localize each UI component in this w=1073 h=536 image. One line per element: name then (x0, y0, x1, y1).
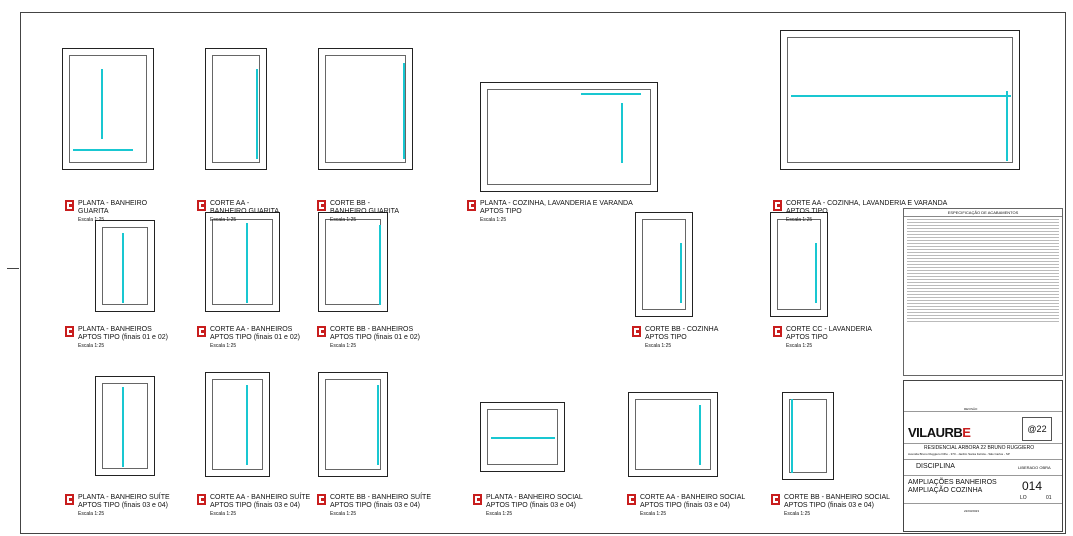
drawing-corte-cc-lavanderia (770, 212, 828, 317)
drawing-caption: CORTE AA - COZINHA, LAVANDERIA E VARANDA… (773, 200, 947, 224)
project-name: RESIDENCIAL ARBORA 22 BRUNO RUGGIERO (924, 445, 1035, 451)
drawing-planta-banheiro-suite (95, 376, 155, 476)
drawing-corte-bb-guarita (318, 48, 413, 170)
drawing-planta-cozinha (480, 82, 658, 192)
drawing-corte-aa-banheiro-suite (205, 372, 270, 477)
finishes-spec-table: ESPECIFICAÇÃO DE ACABAMENTOS (903, 208, 1063, 376)
sheet-revision: 01 (1046, 495, 1052, 501)
revision-label: REVISÃO (964, 407, 978, 411)
contents-line-2: AMPLIAÇÃO COZINHA (908, 487, 983, 494)
company-logo: VILAURBE (908, 425, 971, 440)
drawing-corte-aa-guarita (205, 48, 267, 170)
project-address: Avenida Bruno Ruggiero Filho - 370 - Jar… (908, 452, 1010, 456)
date: 22/03/2023 (964, 509, 980, 513)
drawing-corte-aa-banheiros-01-02 (205, 212, 280, 312)
drawing-planta-banheiro-guarita (62, 48, 154, 170)
drawing-planta-banheiro-social (480, 402, 565, 472)
project-badge: @22 (1022, 417, 1052, 441)
spec-title: ESPECIFICAÇÃO DE ACABAMENTOS (904, 209, 1062, 217)
title-block: VILAURBE @22 RESIDENCIAL ARBORA 22 BRUNO… (903, 380, 1063, 532)
sheet-frame (20, 12, 1066, 534)
status: LIBERADO OBRA (1018, 465, 1051, 470)
drawing-planta-banheiros-01-02 (95, 220, 155, 312)
drawing-corte-bb-banheiros-01-02 (318, 212, 388, 312)
drawing-corte-bb-banheiro-suite (318, 372, 388, 477)
discipline: DISCIPLINA (916, 463, 955, 470)
contents-line-1: AMPLIAÇÕES BANHEIROS (908, 479, 997, 486)
drawing-corte-bb-banheiro-social (782, 392, 834, 480)
drawing-corte-bb-cozinha (635, 212, 693, 317)
fold-mark (7, 268, 19, 269)
sheet-code: LO (1020, 495, 1027, 501)
drawing-corte-aa-banheiro-social (628, 392, 718, 477)
sheet-number: 014 (1022, 479, 1043, 493)
drawing-corte-aa-cozinha (780, 30, 1020, 170)
